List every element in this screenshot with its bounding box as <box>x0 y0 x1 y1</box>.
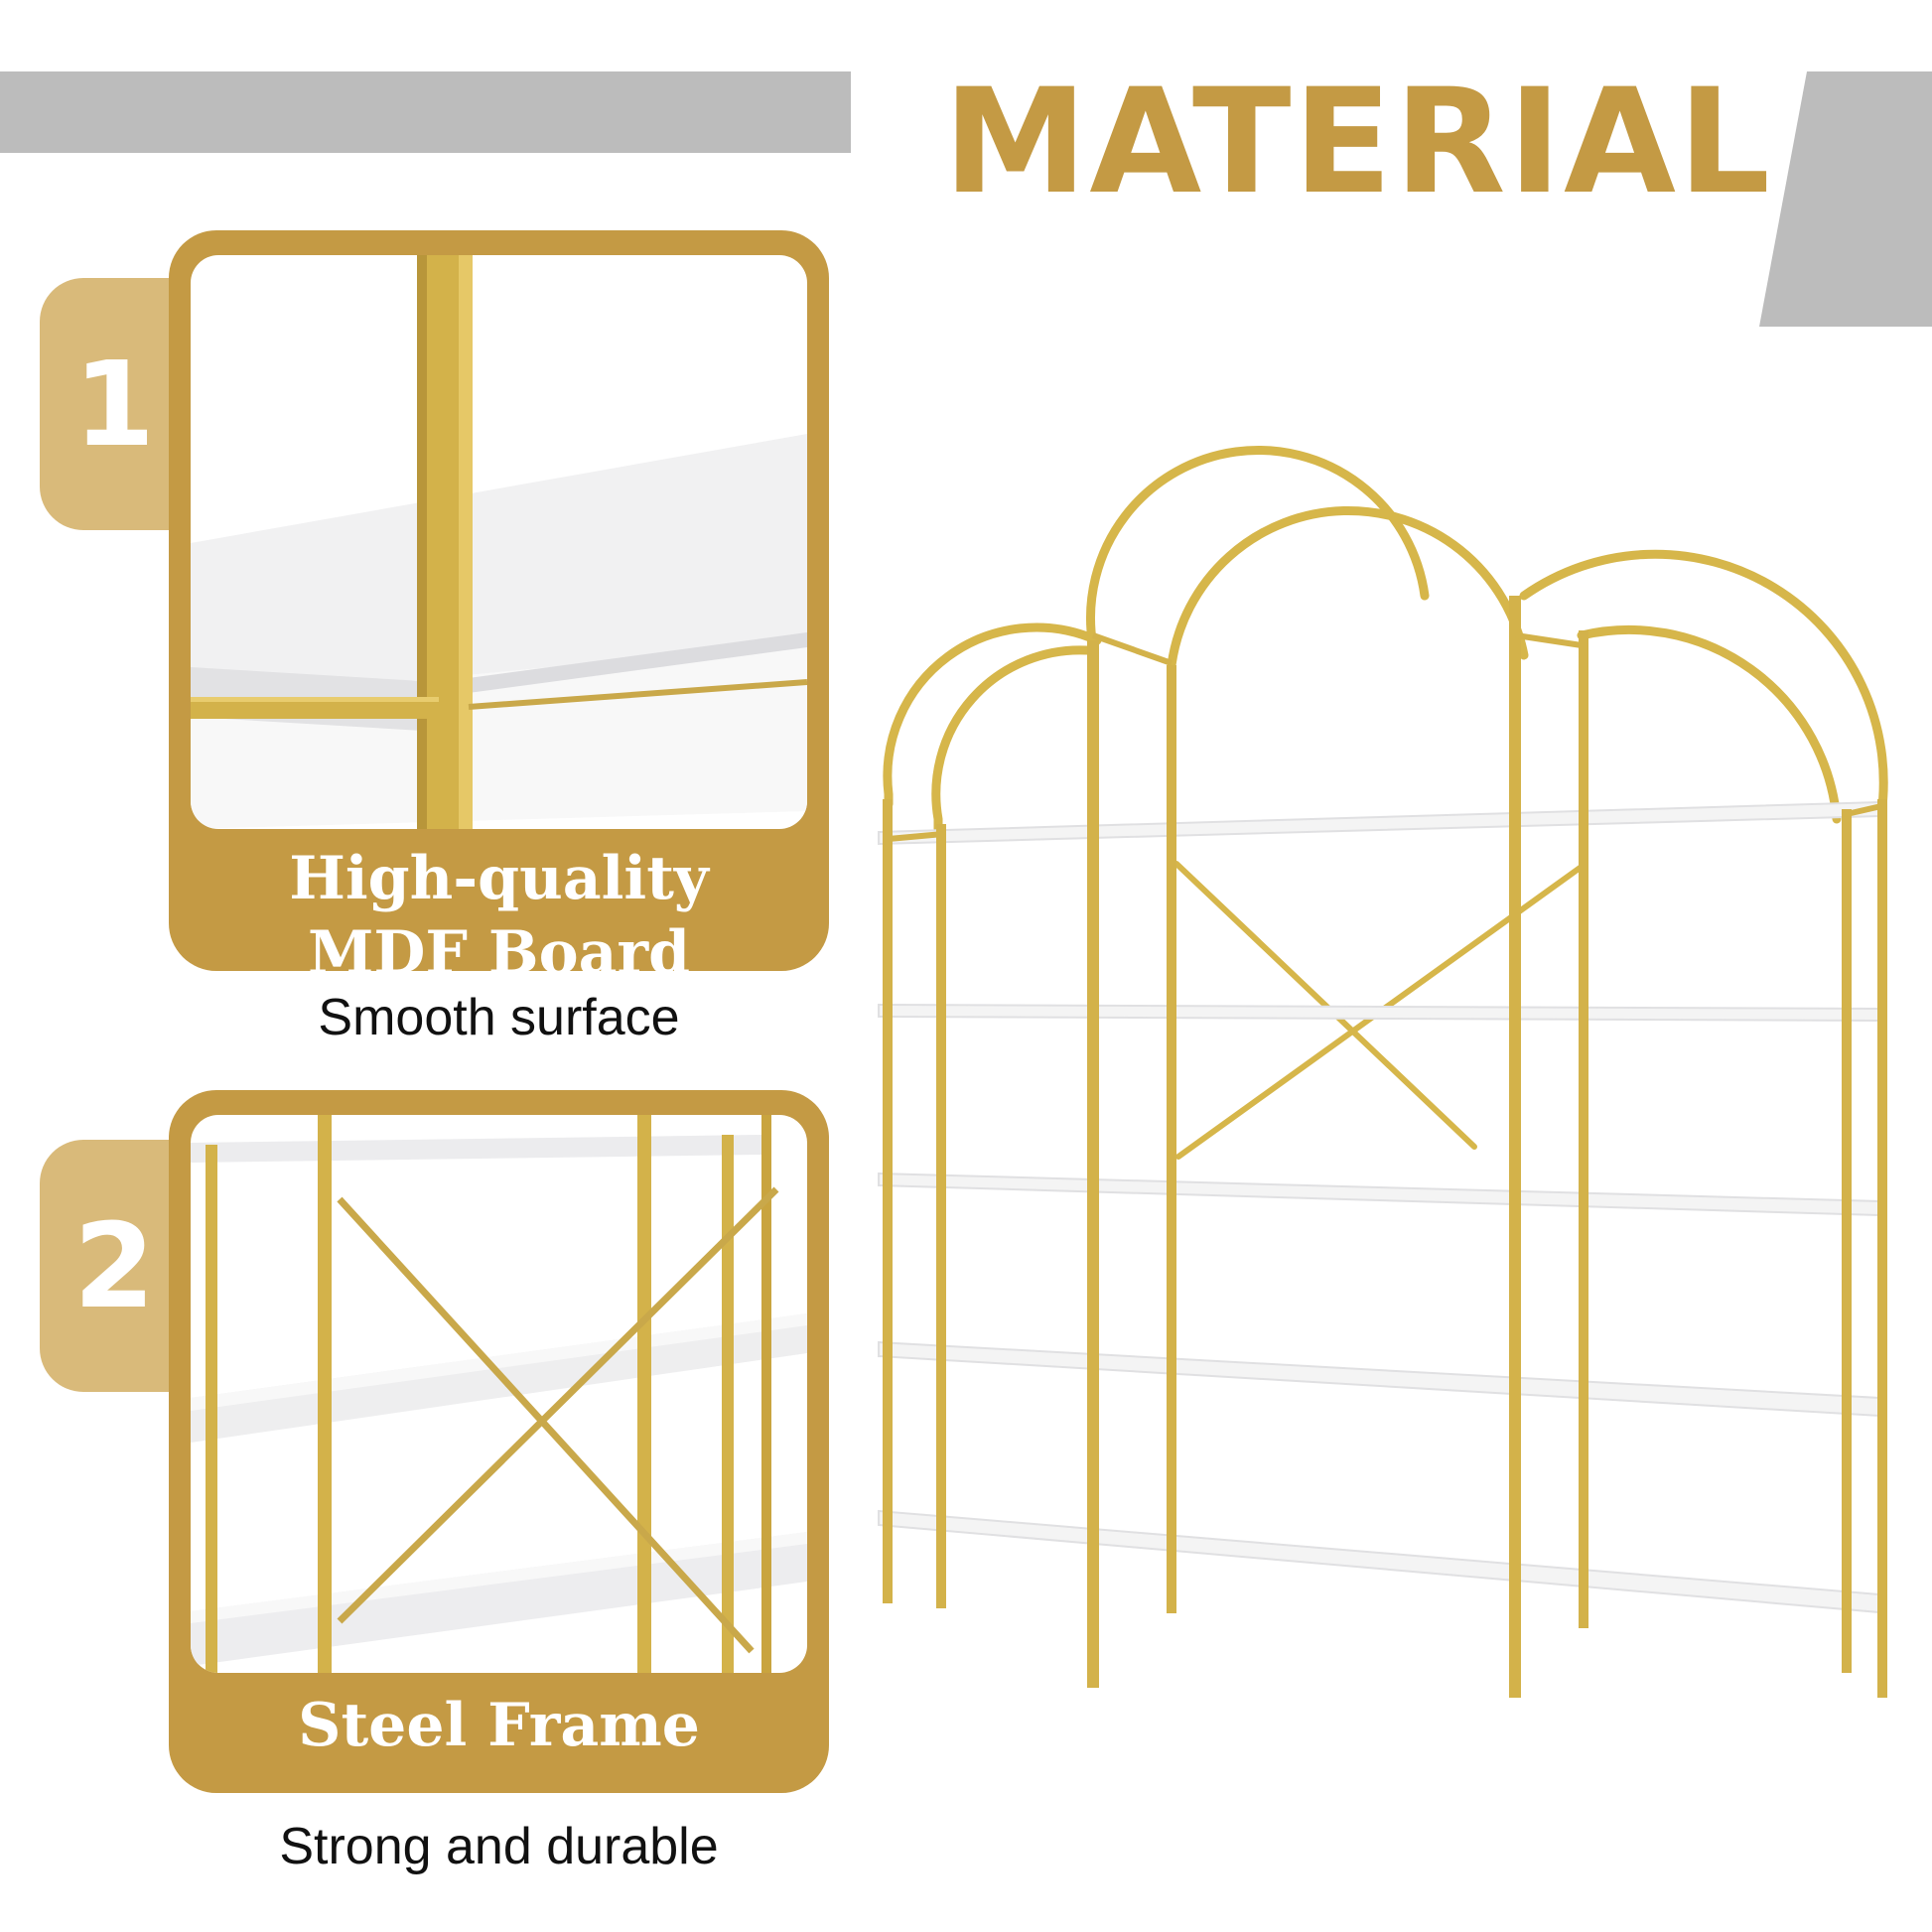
feature-caption-2: Strong and durable <box>279 1818 719 1875</box>
mdf-board-photo <box>191 255 807 829</box>
bookshelf-illustration <box>849 427 1932 1708</box>
feature-card-steel: Steel Frame <box>169 1090 829 1793</box>
feature-number-1: 1 <box>72 336 156 473</box>
page-title: MATERIAL <box>943 58 1773 226</box>
header-bar-right <box>1759 71 1932 327</box>
feature-badge-1: 1 <box>40 278 189 530</box>
mdf-label-line1: High-quality <box>289 844 709 913</box>
feature-number-2: 2 <box>72 1197 156 1334</box>
feature-caption-1: Smooth surface <box>318 989 680 1046</box>
header-bar-left <box>0 71 851 153</box>
feature-card-mdf: High-quality MDF Board <box>169 230 829 988</box>
steel-frame-photo <box>191 1115 807 1673</box>
mdf-label-line2: MDF Board <box>307 918 691 988</box>
feature-badge-2: 2 <box>40 1140 189 1392</box>
steel-label: Steel Frame <box>298 1691 700 1760</box>
